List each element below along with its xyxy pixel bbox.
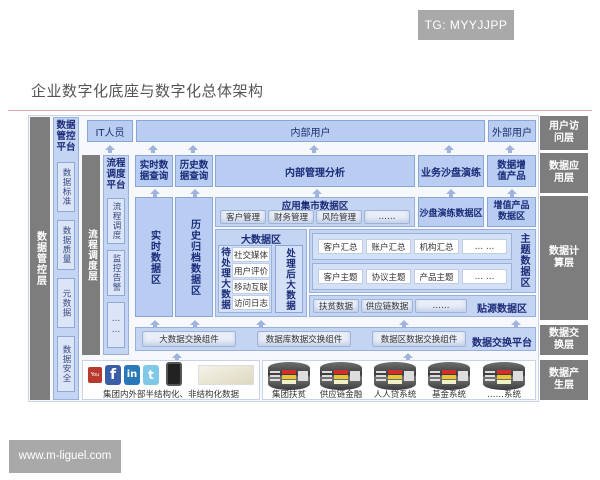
sandbox-drill-box: 业务沙盘演练 [418,155,484,187]
mobile-device-icon [166,362,182,386]
twitter-icon: t [143,365,159,385]
workflow-item: 监控告警 [107,250,125,296]
pending-item: 访问日志 [232,295,270,310]
system-label: 集团扶贫 [271,390,306,400]
source-item: 供应链数据 [361,299,413,313]
governance-item: 数据标准 [57,162,75,212]
realtime-zone: 实时数据区 [135,197,173,317]
external-data-caption: 集团内外部半结构化、非结构化数据 [102,390,239,400]
subject-item: … … [462,269,507,284]
up-arrow-icon [190,320,200,328]
mart-item: …… [364,210,410,224]
mart-item: 财务管理 [268,210,314,224]
database-icon [483,362,525,390]
governance-item: 数据安全 [57,336,75,392]
governance-item: 数据质量 [57,220,75,270]
up-arrow-icon [188,145,198,153]
subject-item: … … [462,239,507,254]
pending-item: 用户评价 [232,263,270,278]
subject-item: 机构汇总 [414,239,459,254]
up-arrow-icon [309,145,319,153]
up-arrow-icon [505,145,515,153]
layer-data-generation: 数据产生层 [540,360,588,400]
up-arrow-icon [105,145,115,153]
workflow-item: 流程调度 [107,198,125,244]
database-icon [428,362,470,390]
up-arrow-icon [172,353,182,361]
subject-item: 账户汇总 [366,239,411,254]
history-zone: 历史归档数据区 [175,197,213,317]
mart-item: 客户管理 [220,210,266,224]
subject-item: 客户汇总 [318,239,363,254]
layer-data-application: 数据应用层 [540,153,588,193]
value-added-zone: 增值产品数据区 [487,197,536,227]
system-label: 基金系统 [431,390,466,400]
realtime-query-box: 实时数据查询 [135,155,173,187]
chart-image-icon [198,365,254,385]
layer-data-compute: 数据计算层 [540,196,588,320]
up-arrow-icon [446,189,456,197]
exchange-item: 大数据交换组件 [142,331,236,347]
system-label: 供应链金融 [319,390,363,400]
processed-bigdata: 处理后大数据 [275,245,303,313]
governance-item: 元数据 [57,278,75,328]
database-icon [320,362,362,390]
up-arrow-icon [148,145,158,153]
up-arrow-icon [399,320,409,328]
up-arrow-icon [511,320,521,328]
exchange-platform-title: 数据交换平台 [472,338,532,349]
it-staff-box: IT人员 [87,120,133,142]
database-icon [268,362,310,390]
layer-user-access: 用户访问层 [540,116,588,150]
external-users-box: 外部用户 [488,120,536,142]
subject-zone-title: 主题数据区 [518,233,529,288]
system-label: 人人贷系统 [373,390,417,400]
facebook-icon: f [105,365,121,385]
sandbox-zone: 沙盘演练数据区 [418,197,484,227]
layer-data-governance: 数据管控层 [30,117,50,400]
youtube-icon: You [88,367,102,383]
system-label: ……系统 [486,390,521,400]
exchange-item: 数据区数据交换组件 [372,331,466,347]
value-added-products-box: 数据增值产品 [487,155,536,187]
up-arrow-icon [190,189,200,197]
workflow-item: …… [107,302,125,348]
up-arrow-icon [150,320,160,328]
exchange-item: 数据库数据交换组件 [257,331,351,347]
internal-users-box: 内部用户 [136,120,485,142]
watermark-top: TG: MYYJJPP [418,10,514,40]
subject-item: 产品主题 [414,269,459,284]
source-item: …… [415,299,467,313]
database-icon [374,362,416,390]
up-arrow-icon [403,353,413,361]
pending-bigdata-label: 待处理大数据 [219,247,230,310]
up-arrow-icon [312,189,322,197]
governance-platform-title: 数据管控平台 [56,120,76,153]
mart-title: 应用集市数据区 [281,201,349,212]
linkedin-icon: in [124,365,140,385]
up-arrow-icon [150,189,160,197]
up-arrow-icon [507,189,517,197]
up-arrow-icon [256,320,266,328]
layer-workflow-scheduling: 流程调度层 [82,155,100,355]
subject-item: 客户主题 [318,269,363,284]
layer-data-exchange: 数据交换层 [540,325,588,355]
source-zone-title: 贴源数据区 [477,304,527,315]
subject-item: 协议主题 [366,269,411,284]
workflow-platform-title: 流程调度平台 [106,158,126,191]
bigdata-title: 大数据区 [241,235,281,246]
up-arrow-icon [444,145,454,153]
pending-item: 移动互联 [232,279,270,294]
title-divider [8,110,592,111]
internal-analysis-box: 内部管理分析 [215,155,415,187]
mart-item: 风险管理 [316,210,362,224]
history-query-box: 历史数据查询 [175,155,213,187]
source-item: 扶贫数据 [313,299,359,313]
pending-item: 社交媒体 [232,247,270,262]
watermark-bottom: www.m-liguel.com [9,440,121,473]
page-title: 企业数字化底座与数字化总体架构 [31,82,264,100]
